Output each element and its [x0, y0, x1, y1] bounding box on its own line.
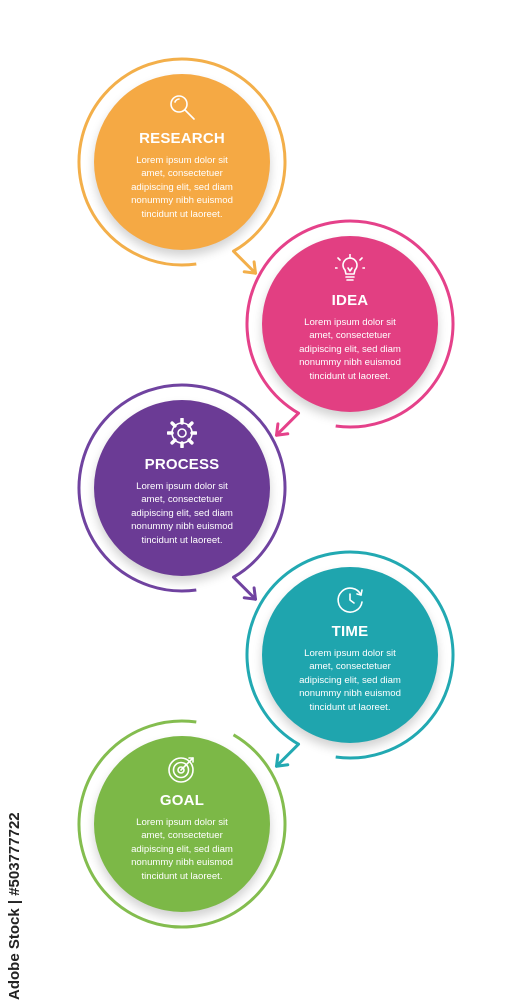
step-content: PROCESS Lorem ipsum dolor sit amet, consec…	[94, 400, 270, 576]
step-circle-research: RESEARCH Lorem ipsum dolor sit amet, conse…	[94, 74, 270, 250]
step-description-line: nonummy nibh euismod	[131, 195, 233, 207]
step-description-line: tincidunt ut laoreet.	[141, 870, 223, 882]
step-description-line: Lorem ipsum dolor sit	[304, 317, 396, 328]
step-description-line: adipiscing elit, sed diam	[131, 843, 233, 855]
connector-arrow-head	[275, 422, 290, 437]
clock-icon	[335, 585, 365, 615]
step-circle-goal: GOAL Lorem ipsum dolor sit amet, consectet…	[94, 736, 270, 912]
step-description-line: amet, consectetuer	[141, 830, 223, 842]
step-title: GOAL	[159, 792, 205, 809]
step-description-line: tincidunt ut laoreet.	[309, 370, 391, 382]
lightbulb-icon	[334, 253, 366, 284]
stock-watermark: Adobe Stock | #503777722	[4, 770, 24, 1000]
step-ring-research	[77, 57, 287, 267]
step-description-line: amet, consectetuer	[309, 330, 391, 342]
step-description-line: Lorem ipsum dolor sit	[136, 817, 228, 828]
step-title: TIME	[331, 623, 369, 640]
step-ring-time	[245, 550, 455, 760]
step-circle-process: PROCESS Lorem ipsum dolor sit amet, consec…	[94, 400, 270, 576]
step-description-line: Lorem ipsum dolor sit	[136, 481, 228, 492]
step-title: IDEA	[331, 292, 369, 309]
step-ring-process	[77, 383, 287, 593]
step-description-line: amet, consectetuer	[141, 494, 223, 506]
step-title: RESEARCH	[139, 130, 225, 147]
watermark-text: Adobe Stock | #503777722	[6, 812, 23, 1000]
step-description-line: nonummy nibh euismod	[131, 857, 233, 869]
step-description-line: Lorem ipsum dolor sit	[136, 155, 228, 166]
connector-arrow-line	[275, 411, 300, 437]
connector-arrow-line	[275, 742, 300, 768]
step-description-line: adipiscing elit, sed diam	[299, 674, 401, 686]
step-description-line: nonummy nibh euismod	[299, 688, 401, 700]
magnifier-icon	[167, 92, 197, 122]
connector-arrow-line	[232, 249, 257, 275]
step-description-line: adipiscing elit, sed diam	[131, 507, 233, 519]
step-ring-idea	[245, 219, 455, 429]
step-content: TIME Lorem ipsum dolor sit amet, consectet…	[262, 567, 438, 743]
step-title: PROCESS	[144, 456, 220, 473]
step-description-line: nonummy nibh euismod	[131, 521, 233, 533]
step-circle-idea: IDEA Lorem ipsum dolor sit amet, consectet…	[262, 236, 438, 412]
step-description-line: tincidunt ut laoreet.	[141, 534, 223, 546]
step-description-line: adipiscing elit, sed diam	[131, 181, 233, 193]
step-description-line: amet, consectetuer	[309, 661, 391, 673]
step-content: RESEARCH Lorem ipsum dolor sit amet, conse…	[94, 74, 270, 250]
step-circle-time: TIME Lorem ipsum dolor sit amet, consectet…	[262, 567, 438, 743]
connector-arrow-line	[232, 575, 257, 601]
connector-arrow-head	[242, 586, 257, 601]
step-description-line: tincidunt ut laoreet.	[141, 208, 223, 220]
connector-arrow-head	[242, 260, 257, 275]
step-description-line: adipiscing elit, sed diam	[299, 343, 401, 355]
gear-icon	[166, 417, 198, 449]
step-description-line: tincidunt ut laoreet.	[309, 701, 391, 713]
step-description-line: nonummy nibh euismod	[299, 357, 401, 369]
target-icon	[167, 754, 197, 784]
connector-arrow-head	[275, 753, 290, 768]
step-content: IDEA Lorem ipsum dolor sit amet, consectet…	[262, 236, 438, 412]
step-description-line: Lorem ipsum dolor sit	[304, 648, 396, 659]
step-content: GOAL Lorem ipsum dolor sit amet, consectet…	[94, 736, 270, 912]
step-ring-goal	[77, 719, 287, 929]
step-description-line: amet, consectetuer	[141, 168, 223, 180]
